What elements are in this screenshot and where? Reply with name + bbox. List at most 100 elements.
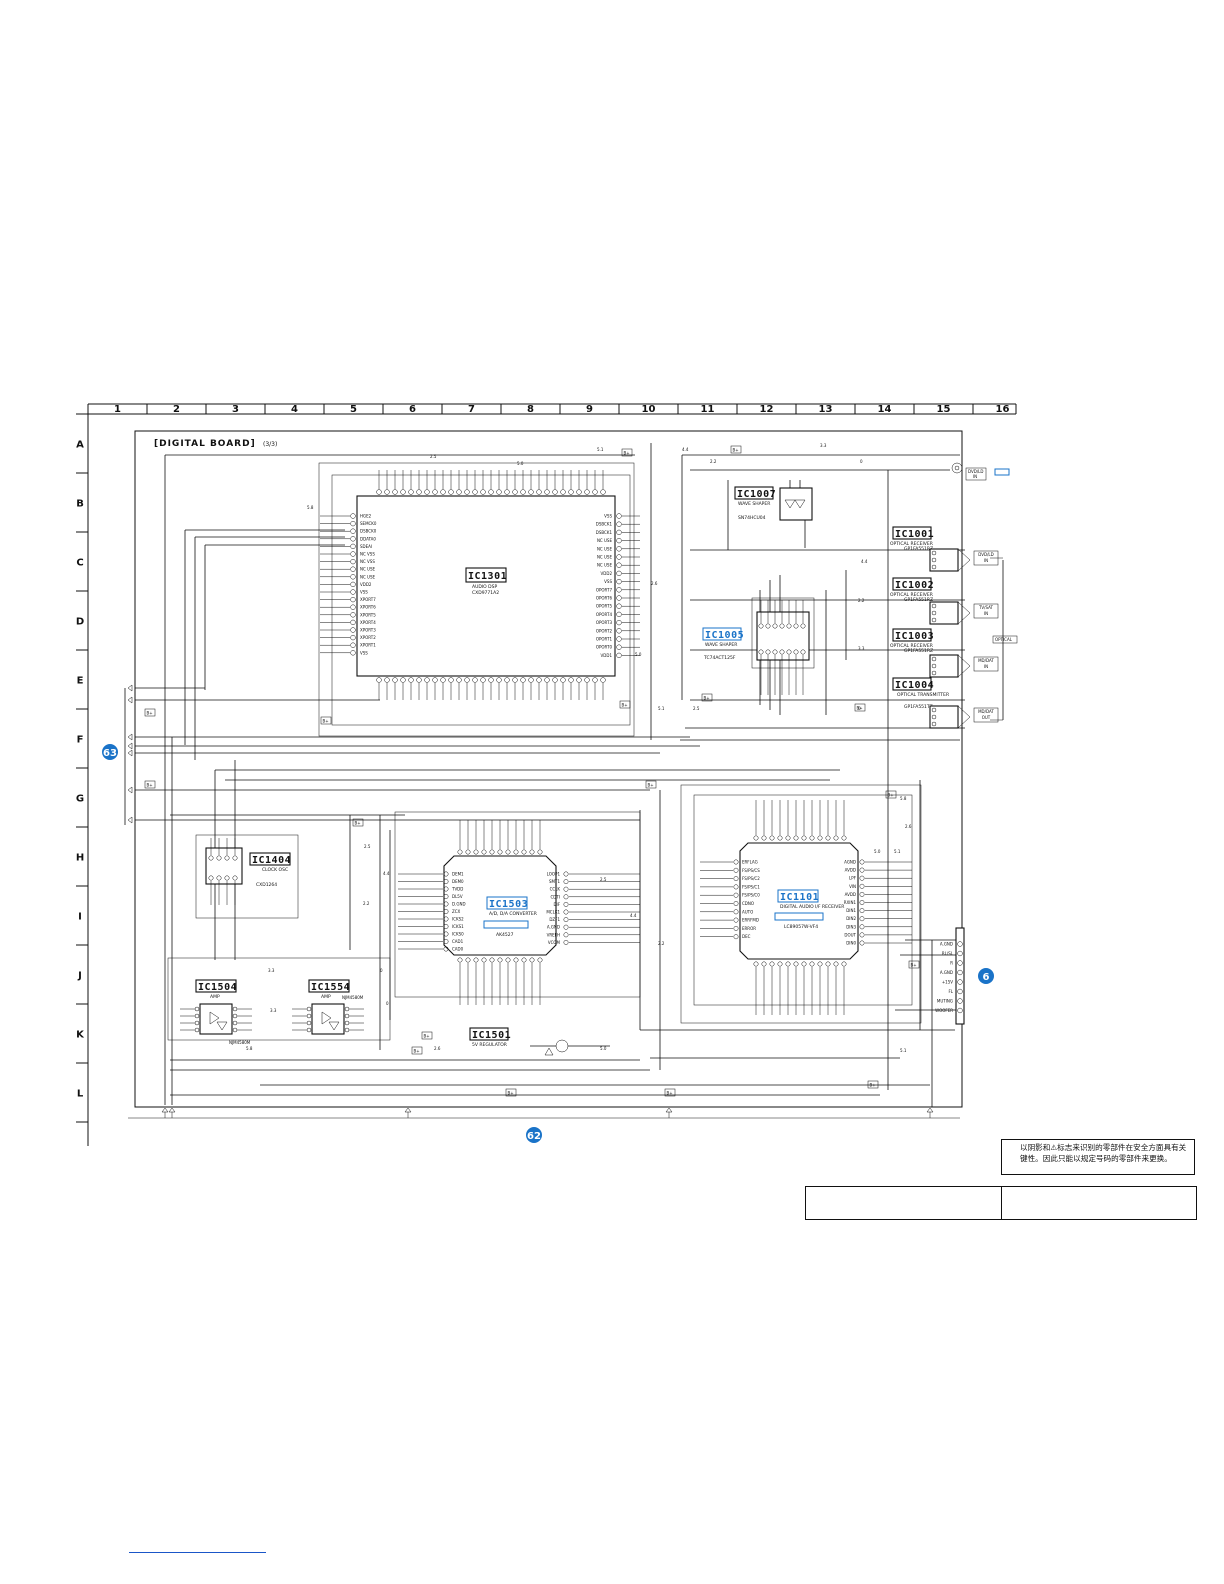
ic1001-part: GP1FA551RZ	[904, 546, 933, 552]
ic1301-pin	[584, 677, 590, 683]
ic1301-pin	[616, 636, 622, 642]
amp-pin	[306, 1006, 312, 1012]
ic1301-pin	[480, 489, 486, 495]
voltage-label: 4.4	[383, 871, 390, 876]
grid-row-label: F	[77, 735, 84, 746]
ic1503-pin	[457, 957, 463, 963]
connector-6-pin	[957, 969, 963, 976]
connector-6-pin-label: +15V	[942, 980, 953, 985]
ic1503-pin-label: A.GND	[547, 925, 560, 930]
ic1503-pin	[465, 849, 471, 855]
b-plus-marker	[885, 790, 897, 799]
ic1101-pin	[733, 884, 739, 890]
ic1503-pin	[443, 886, 449, 892]
left-arrow	[127, 742, 133, 750]
ic1101-pin	[859, 916, 865, 922]
ic1005-pin	[800, 623, 806, 629]
ic1503-pin-label: CAD0	[452, 947, 464, 952]
amp-pin	[232, 1020, 238, 1026]
ic1301-pin	[392, 489, 398, 495]
grid-col-label: 14	[878, 404, 892, 415]
grid-row-label: D	[76, 617, 84, 628]
ic1503-pin	[443, 901, 449, 907]
connector-6-pin	[957, 941, 963, 947]
ic1503-pin	[465, 957, 471, 963]
optical-module-lens	[957, 705, 971, 729]
ic1301-pin	[560, 489, 566, 495]
ic1301-pin	[456, 677, 462, 683]
ic1301-pin	[616, 603, 622, 609]
voltage-label: 0	[380, 968, 383, 973]
grid-col-label: 8	[527, 404, 534, 415]
voltage-label: 4.4	[861, 559, 868, 564]
ic1101-pin	[809, 961, 815, 967]
grid-col-label: 15	[937, 404, 951, 415]
ic1005-pin	[779, 623, 785, 629]
ic1404-pin	[216, 875, 222, 881]
ic1404: IC1404 CLOCK OSC CXD1264	[195, 834, 299, 919]
ic1301-pin	[616, 628, 622, 634]
voltage-label: 2.6	[651, 581, 658, 586]
voltage-label: 2.2	[710, 459, 717, 464]
ic1101-pin	[817, 835, 823, 841]
ic1301-pin-label: XPORT7	[360, 597, 376, 602]
ic1301-pin	[544, 489, 550, 495]
amp-pin	[194, 1013, 200, 1019]
voltage-label: 3.3	[268, 968, 275, 973]
ic1301-pin-label: XPORT6	[360, 605, 376, 610]
ic1301-pin	[416, 677, 422, 683]
ic1101-pin	[859, 867, 865, 873]
ic1101-pin	[733, 901, 739, 906]
ic1503-pin	[537, 849, 543, 855]
ic1503-pin	[513, 957, 519, 963]
ic1301-pin-label: OPORT0	[596, 645, 613, 650]
voltage-label: 5.1	[658, 706, 665, 711]
ic1301-pin-label: VDD2	[360, 582, 372, 587]
amp-pin	[306, 1013, 312, 1019]
ic1101-pin	[793, 835, 799, 841]
ic1301-pin	[616, 554, 622, 560]
connector-6-pin	[957, 979, 963, 985]
ic1301-pin	[448, 677, 454, 683]
ic1005-pin	[758, 649, 764, 655]
connector-62-arrows	[161, 1107, 934, 1118]
ic1503-pin	[443, 924, 449, 929]
optical-module-body	[929, 654, 959, 678]
b-plus-marker	[144, 708, 156, 717]
voltage-label: 2.5	[693, 706, 700, 711]
ic1404-pins	[208, 838, 238, 905]
ic1301-pin	[376, 489, 382, 495]
ic1301-pin	[408, 489, 414, 495]
ic1301-part: CXD9771A2	[472, 590, 499, 596]
connector-6-pin-label: MUTING	[937, 999, 953, 1004]
voltage-label: 0	[858, 706, 861, 711]
ic1503-pin	[457, 849, 463, 855]
left-arrow	[127, 733, 133, 741]
amp-pin	[194, 1020, 200, 1026]
ic1301-pin-label: DSBCK1	[596, 530, 613, 535]
left-arrow	[127, 696, 133, 704]
ic1101-pin	[817, 961, 823, 967]
grid-row-label: G	[76, 794, 84, 805]
grid-frame	[76, 403, 1016, 1146]
b-plus-marker	[352, 818, 364, 827]
ic1301-pin	[350, 619, 356, 626]
ic1503-pin	[505, 957, 511, 963]
ic1503-pin	[443, 879, 449, 884]
ic1301-pin	[350, 528, 356, 534]
ic1002-part: GP1FA551RZ	[904, 597, 933, 603]
grid-col-label: 10	[642, 404, 656, 415]
ic1503-pin	[473, 957, 479, 963]
b-plus-marker	[619, 700, 631, 709]
ic1301-pin	[464, 677, 470, 683]
grid-col-label: 11	[701, 404, 715, 415]
ic1501-ref: IC1501	[472, 1030, 511, 1041]
ic1503-pin-label: DL5V	[452, 894, 463, 899]
b-plus-text: B+	[733, 448, 739, 453]
connector-63-circle: 63	[102, 744, 118, 760]
ic1301-pin	[512, 489, 518, 495]
voltage-label: 2.6	[434, 1046, 441, 1051]
amp-pin	[344, 1027, 350, 1033]
